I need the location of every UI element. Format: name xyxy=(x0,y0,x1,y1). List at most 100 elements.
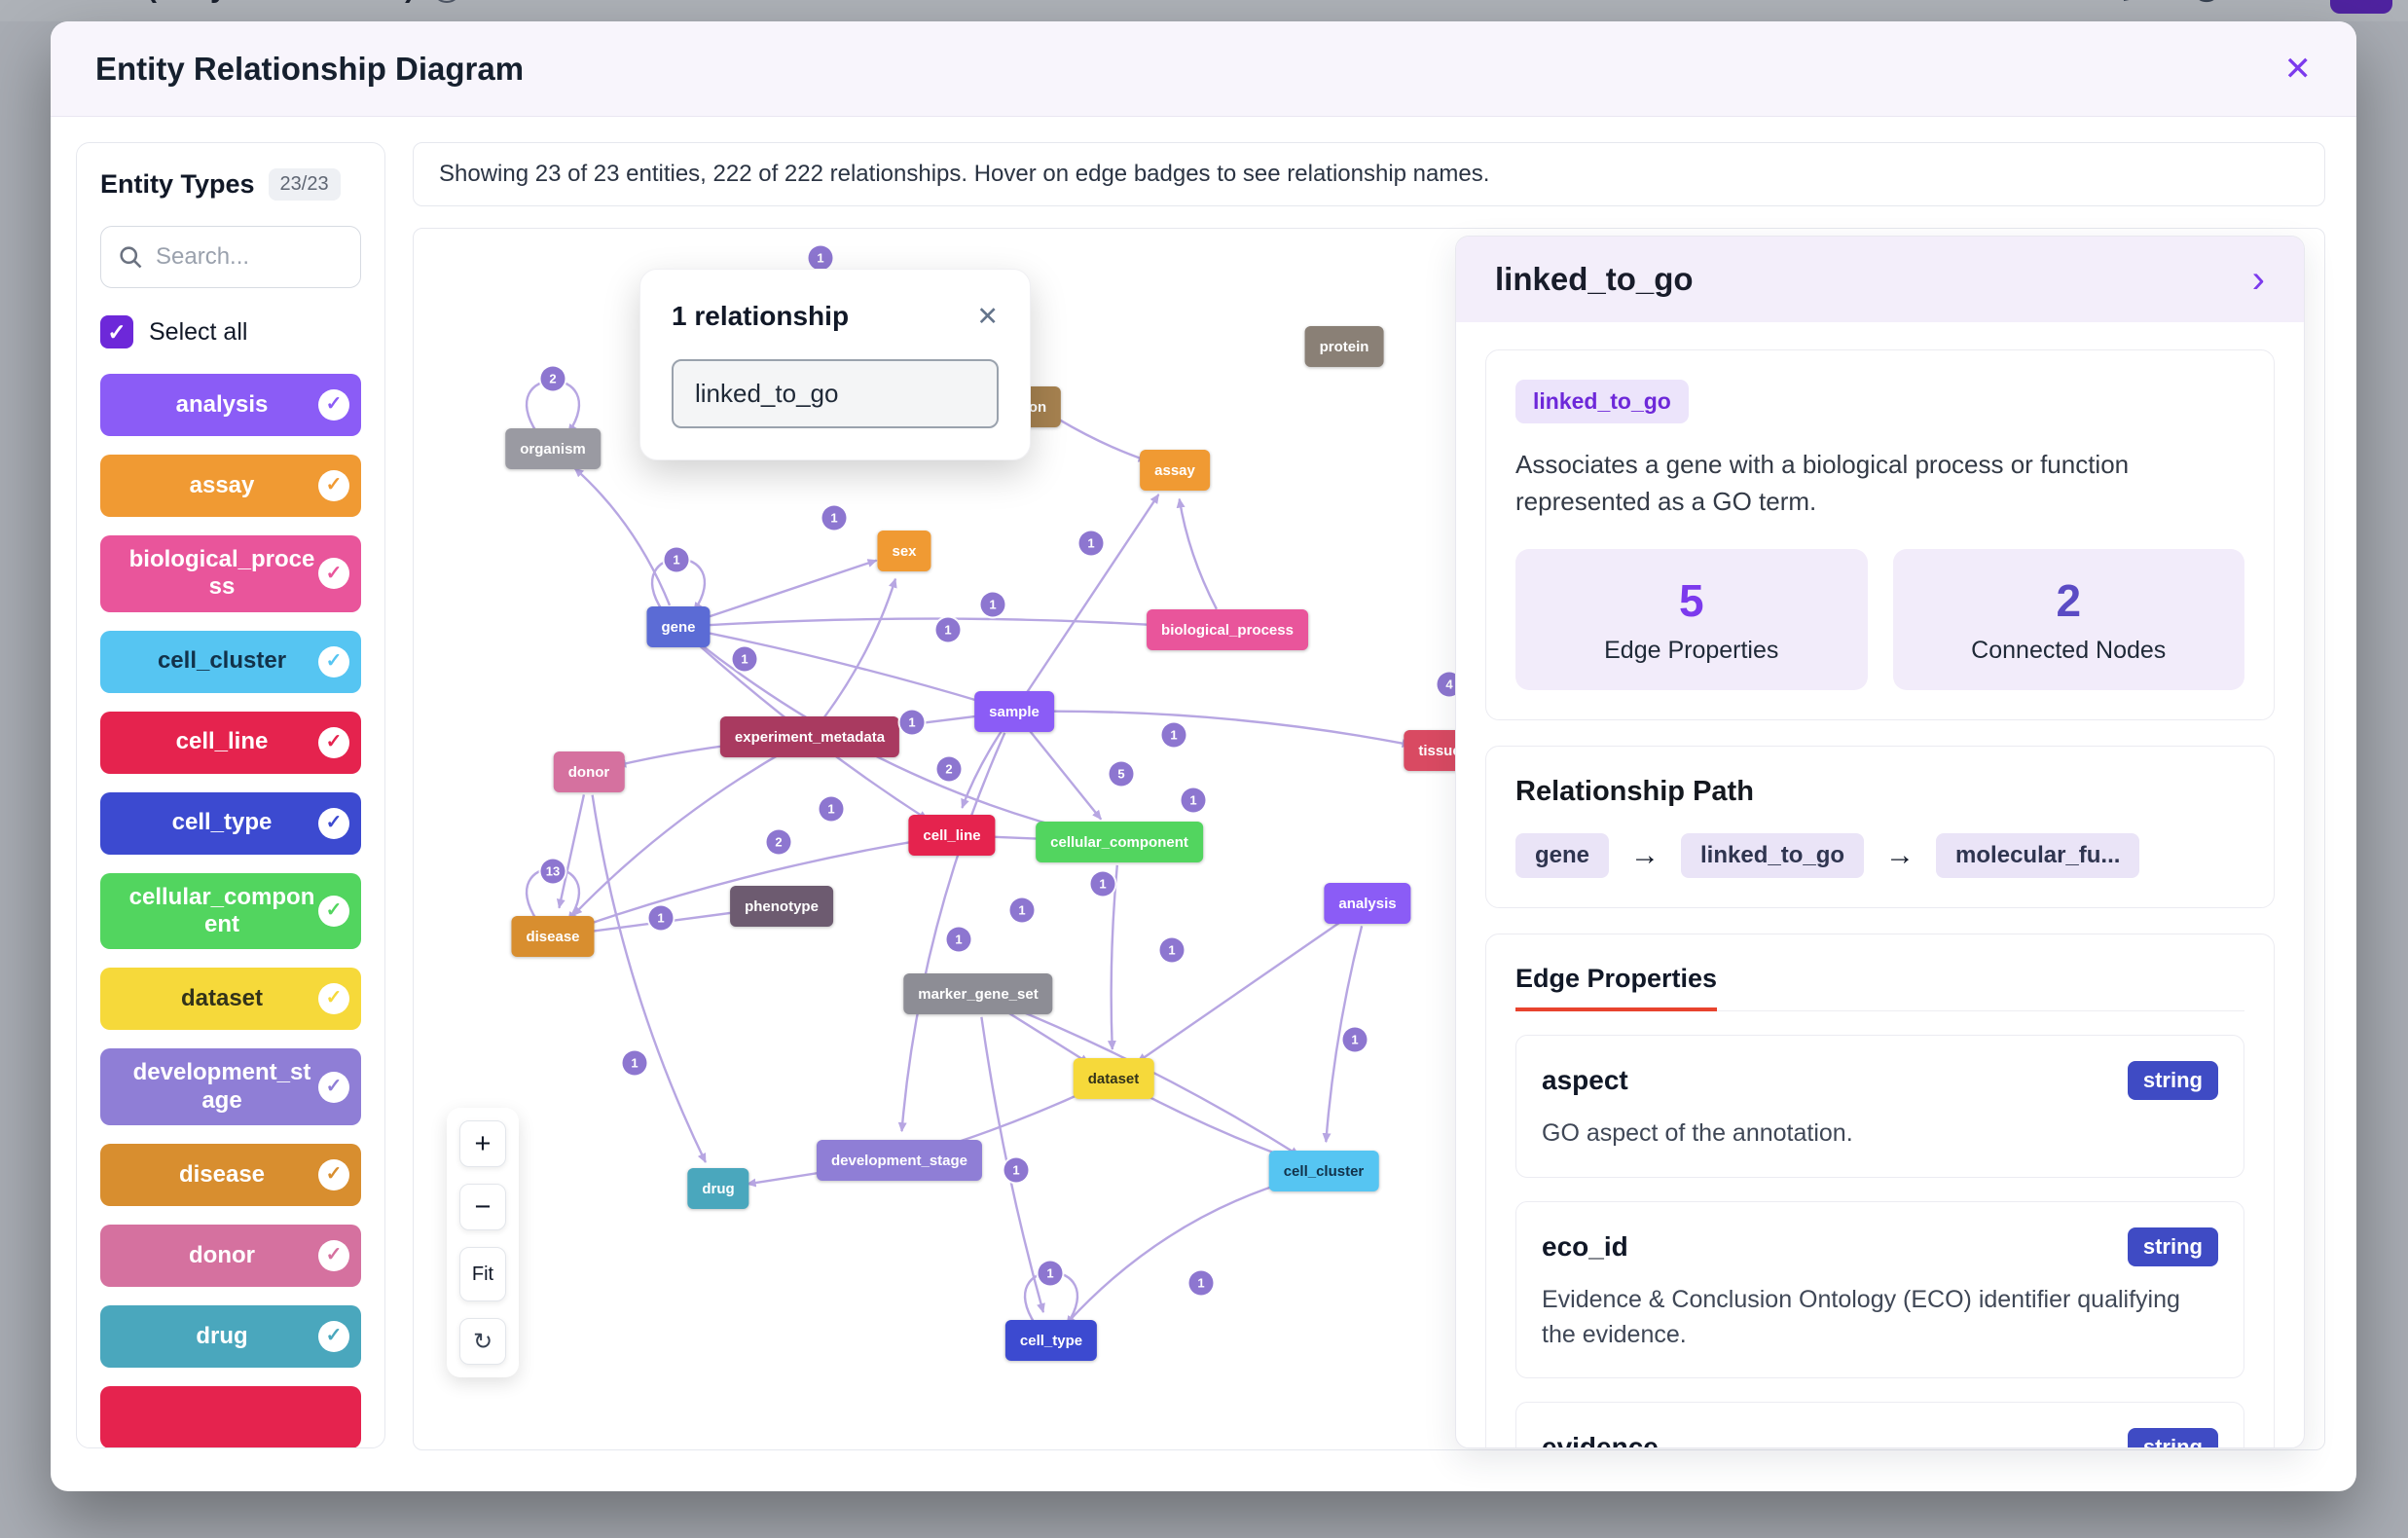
edge-count-badge[interactable]: 13 xyxy=(540,859,566,884)
graph-node-cell_type[interactable]: cell_type xyxy=(1004,1320,1098,1361)
fit-view-button[interactable]: Fit xyxy=(459,1247,506,1301)
edge-count-badge[interactable]: 1 xyxy=(1038,1261,1063,1286)
edge-count-badge[interactable]: 1 xyxy=(1342,1027,1368,1052)
edge-count-badge[interactable]: 1 xyxy=(980,592,1005,617)
edge-count-badge[interactable]: 1 xyxy=(946,927,971,952)
edge-count-badge[interactable]: 1 xyxy=(1188,1270,1214,1296)
entity-type-label: cell_type xyxy=(171,809,273,836)
stat-label: Edge Properties xyxy=(1604,637,1779,665)
edge-count-badge[interactable]: 1 xyxy=(1181,787,1206,813)
entity-type-label: disease xyxy=(178,1160,266,1188)
graph-node-protein[interactable]: protein xyxy=(1304,326,1384,367)
entity-type-pill[interactable]: dataset✓ xyxy=(100,968,361,1031)
entity-type-pill[interactable]: cell_type✓ xyxy=(100,791,361,855)
graph-node-organism[interactable]: organism xyxy=(505,428,601,469)
edge-count-badge[interactable]: 1 xyxy=(732,646,757,672)
edge-count-badge[interactable]: 5 xyxy=(1109,761,1134,787)
modal-title: Entity Relationship Diagram xyxy=(95,50,525,87)
check-icon: ✓ xyxy=(318,1158,349,1190)
edge-count-badge[interactable]: 1 xyxy=(1003,1157,1029,1183)
graph-node-development_stage[interactable]: development_stage xyxy=(816,1140,983,1181)
graph-node-drug[interactable]: drug xyxy=(687,1168,749,1209)
graph-node-sample[interactable]: sample xyxy=(974,691,1054,732)
select-all-checkbox[interactable]: ✓ xyxy=(100,315,133,348)
graph-node-phenotype[interactable]: phenotype xyxy=(730,886,833,927)
edge-count-badge[interactable]: 2 xyxy=(936,756,962,782)
relationship-badge: linked_to_go xyxy=(1515,380,1689,423)
panel-body: linked_to_go Associates a gene with a bi… xyxy=(1456,322,2304,1447)
graph-node-biological_process[interactable]: biological_process xyxy=(1147,609,1308,650)
edge-count-badge[interactable]: 1 xyxy=(821,505,847,531)
entity-relationship-modal: Entity Relationship Diagram ✕ Entity Typ… xyxy=(51,21,2356,1491)
graph-node-experiment_metadata[interactable]: experiment_metadata xyxy=(719,716,900,757)
chevron-right-icon[interactable]: › xyxy=(2251,258,2265,301)
tooltip-relationship-item[interactable]: linked_to_go xyxy=(672,359,999,428)
entity-type-pill[interactable]: drug✓ xyxy=(100,1304,361,1368)
close-icon[interactable]: ✕ xyxy=(2283,50,2313,88)
relationship-summary-card: linked_to_go Associates a gene with a bi… xyxy=(1485,349,2275,721)
select-all-row[interactable]: ✓ Select all xyxy=(100,315,361,348)
edge-count-badge[interactable]: 2 xyxy=(766,829,791,855)
relationship-tooltip: 1 relationship ✕ linked_to_go xyxy=(639,269,1031,460)
edge-count-badge[interactable]: 1 xyxy=(1159,937,1185,963)
graph-node-dataset[interactable]: dataset xyxy=(1073,1058,1154,1099)
graph-node-sex[interactable]: sex xyxy=(877,531,931,571)
entity-type-pill[interactable]: assay✓ xyxy=(100,455,361,517)
edge-property-name: eco_id xyxy=(1542,1230,1628,1262)
entity-type-pill[interactable]: development_stage✓ xyxy=(100,1048,361,1125)
tooltip-close-icon[interactable]: ✕ xyxy=(976,301,999,331)
edge-count-badge[interactable]: 1 xyxy=(1090,871,1115,897)
edge-count-badge[interactable]: 1 xyxy=(1009,897,1035,923)
history-icon[interactable] xyxy=(2190,0,2223,5)
graph-node-marker_gene_set[interactable]: marker_gene_set xyxy=(903,973,1053,1014)
graph-node-gene[interactable]: gene xyxy=(646,606,711,647)
reset-view-button[interactable]: ↻ xyxy=(459,1318,506,1365)
path-entity-pill[interactable]: molecular_fu... xyxy=(1936,833,2140,879)
entity-type-label: cellular_component xyxy=(128,883,315,937)
entity-type-pill[interactable]: biological_process✓ xyxy=(100,535,361,612)
path-entity-pill[interactable]: gene xyxy=(1515,833,1610,879)
edge-count-badge[interactable]: 1 xyxy=(1078,531,1104,556)
zoom-in-button[interactable]: + xyxy=(459,1120,506,1167)
app-header: KGV3.1 (Polly Co-Scientist) i xyxy=(0,0,2408,21)
select-all-label: Select all xyxy=(149,317,248,346)
edge-count-badge[interactable]: 1 xyxy=(1161,722,1186,748)
edge-count-badge[interactable]: 1 xyxy=(899,710,925,735)
search-input[interactable] xyxy=(156,243,345,271)
edge-count-badge[interactable]: 1 xyxy=(808,245,833,271)
graph-node-cellular_component[interactable]: cellular_component xyxy=(1036,822,1203,862)
entity-type-pill[interactable]: disease ✓ xyxy=(100,1143,361,1206)
entity-type-pill[interactable] xyxy=(100,1385,361,1447)
graph-node-donor[interactable]: donor xyxy=(553,751,625,792)
entity-type-pill[interactable]: analysis✓ xyxy=(100,374,361,436)
edge-count-badge[interactable]: 1 xyxy=(664,547,689,572)
entity-type-label: development_stage xyxy=(132,1059,311,1114)
edge-count-badge[interactable]: 1 xyxy=(648,905,674,931)
check-icon: ✓ xyxy=(318,726,349,758)
graph-node-cell_cluster[interactable]: cell_cluster xyxy=(1268,1151,1379,1191)
edge-properties-heading[interactable]: Edge Properties xyxy=(1515,964,1718,1012)
path-row: gene→linked_to_go→molecular_fu... xyxy=(1515,833,2244,879)
tooltip-title: 1 relationship xyxy=(672,301,850,331)
graph-node-assay[interactable]: assay xyxy=(1140,450,1210,491)
edge-count-badge[interactable]: 1 xyxy=(819,796,844,822)
entity-type-pill[interactable]: cellular_component✓ xyxy=(100,872,361,950)
entity-type-pill[interactable]: donor✓ xyxy=(100,1224,361,1287)
entity-type-pill[interactable]: cell_line✓ xyxy=(100,711,361,774)
primary-action-button[interactable] xyxy=(2330,0,2392,14)
zoom-out-button[interactable]: − xyxy=(459,1184,506,1230)
edge-count-badge[interactable]: 1 xyxy=(622,1050,647,1076)
graph-node-analysis[interactable]: analysis xyxy=(1324,883,1411,924)
edge-count-badge[interactable]: 2 xyxy=(540,366,566,391)
edge-count-badge[interactable]: 1 xyxy=(935,617,961,642)
graph-node-disease[interactable]: disease xyxy=(511,916,595,957)
stat-label: Connected Nodes xyxy=(1971,637,2167,665)
path-arrow-icon: → xyxy=(1885,839,1915,872)
path-entity-pill[interactable]: linked_to_go xyxy=(1681,833,1865,879)
entity-type-pill[interactable]: cell_cluster✓ xyxy=(100,630,361,693)
graph-node-cell_line[interactable]: cell_line xyxy=(908,815,996,856)
graph-edges xyxy=(525,379,1412,1326)
